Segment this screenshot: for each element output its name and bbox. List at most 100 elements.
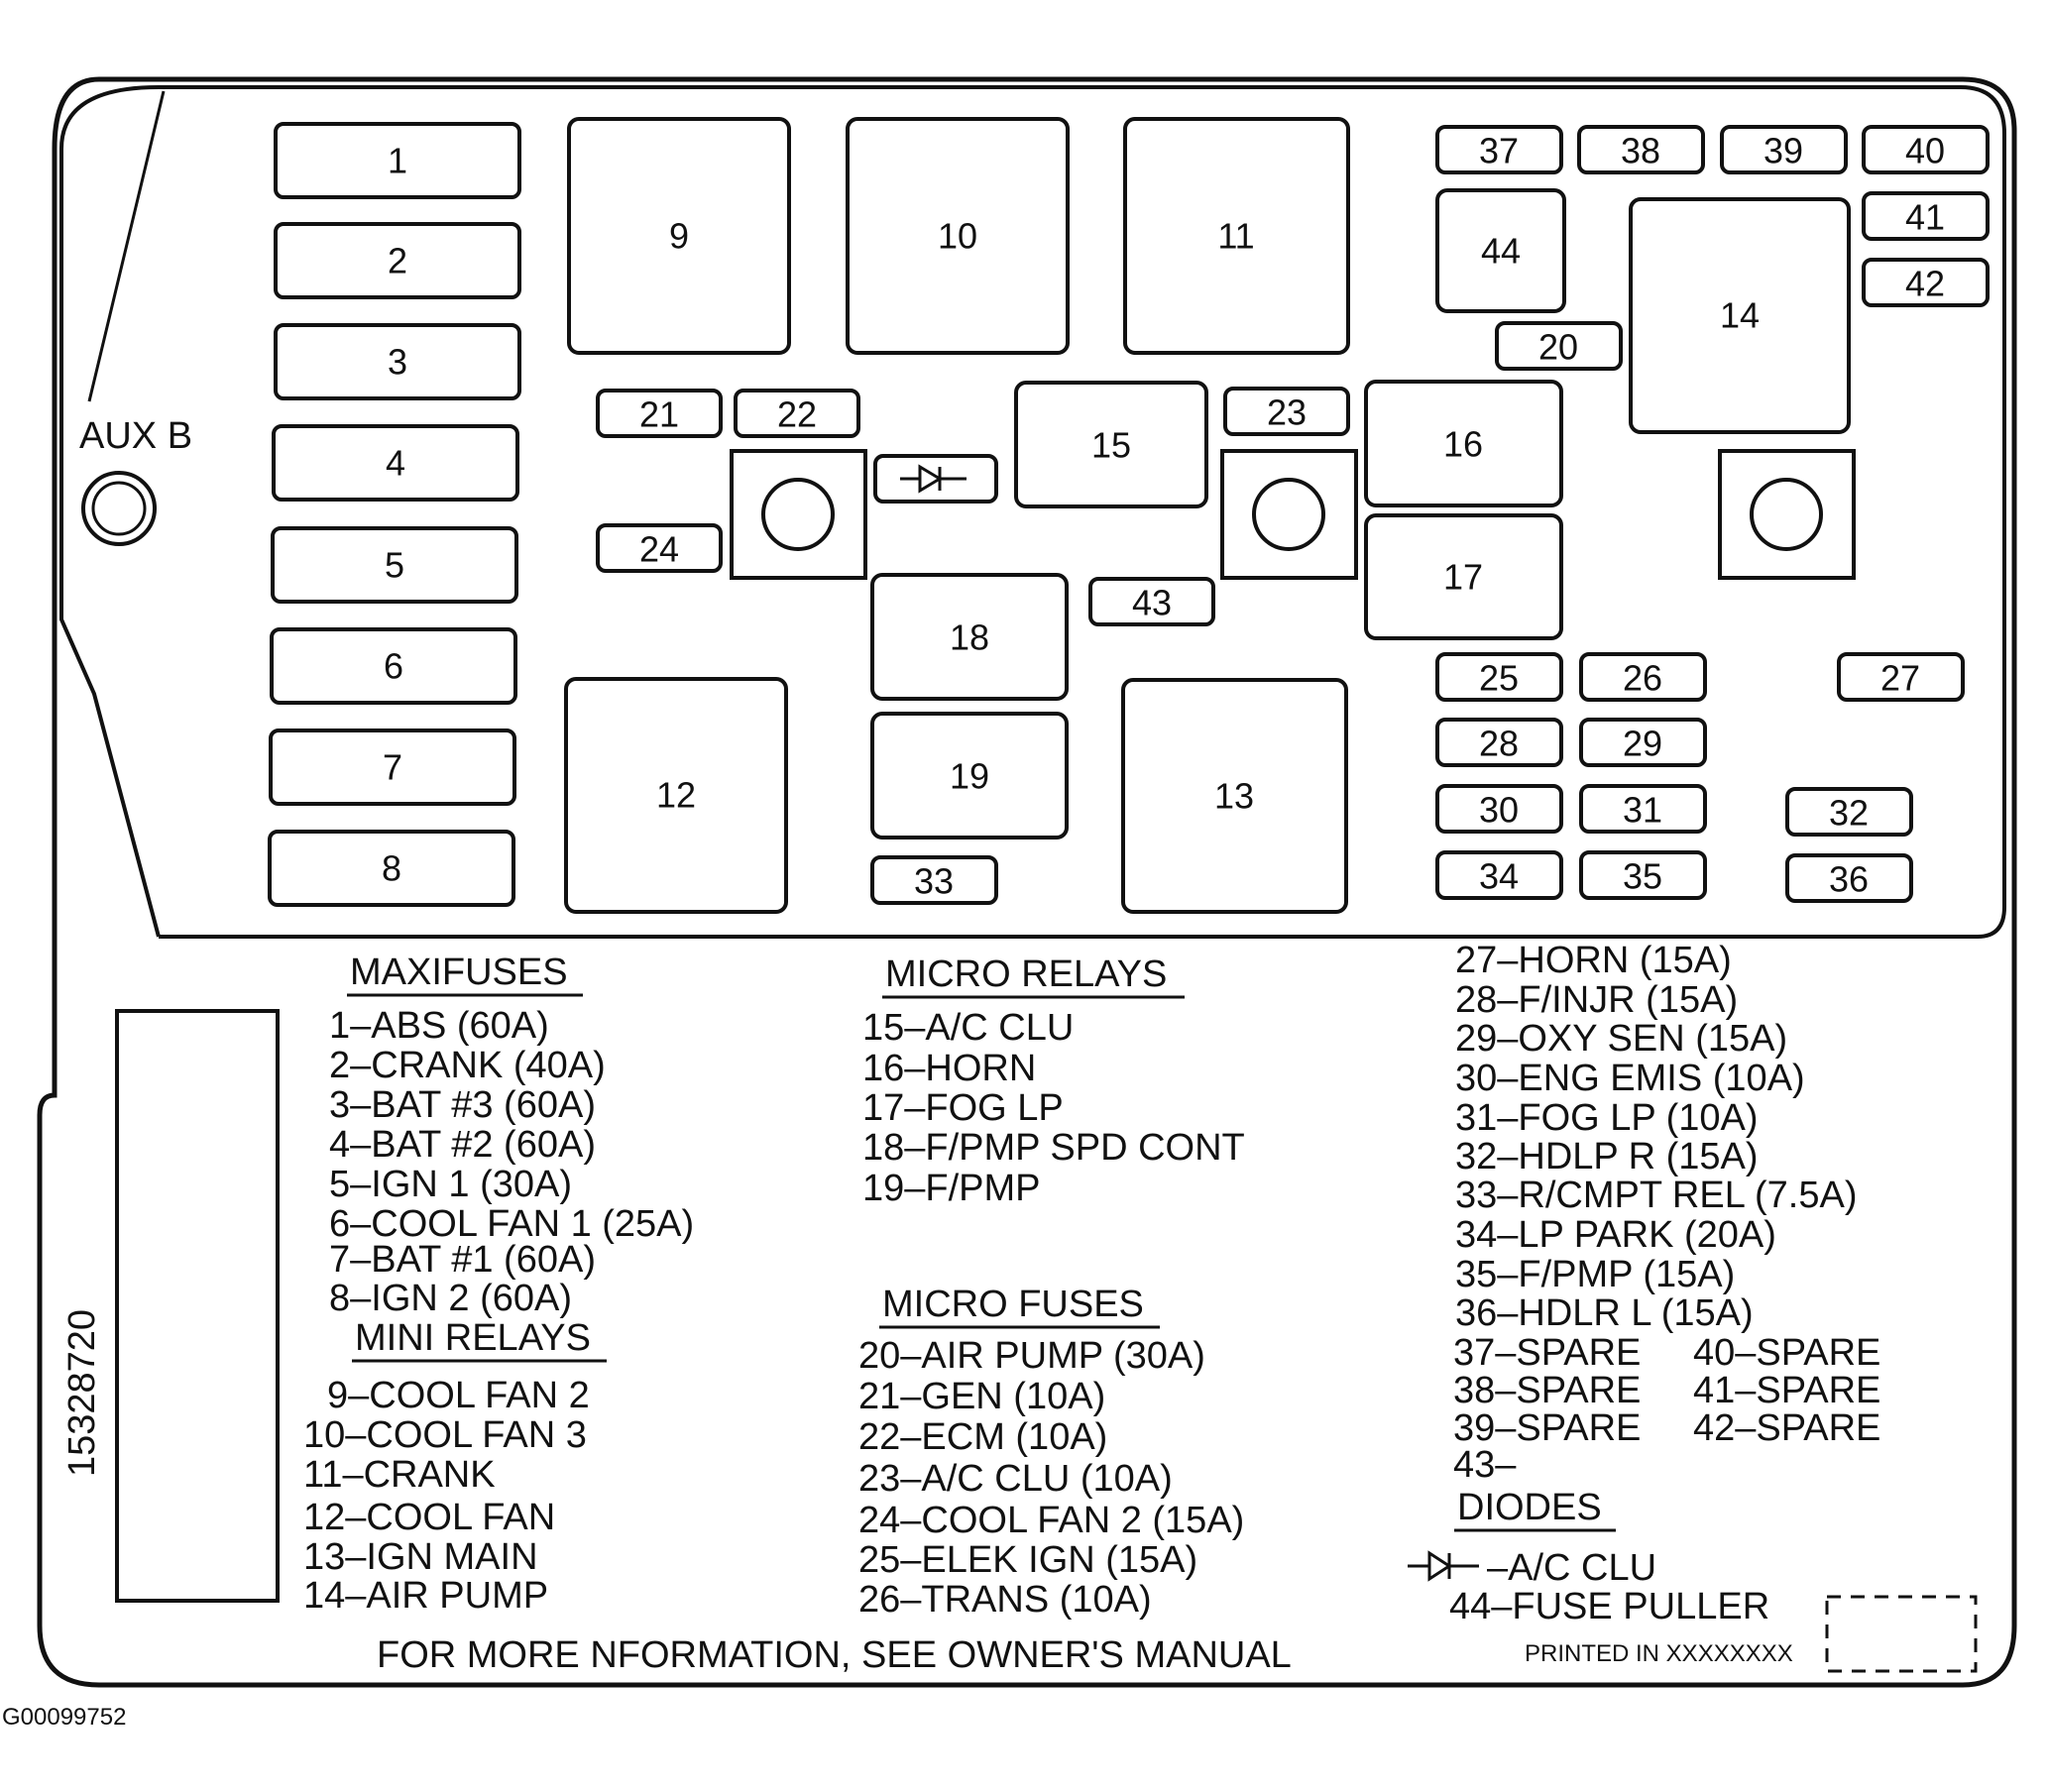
dashed-label-area: [1825, 1595, 1978, 1673]
slot-label: 1: [388, 141, 407, 181]
slot-label: 2: [388, 241, 407, 281]
part-number-box: [115, 1009, 280, 1603]
micro-fuse-slot: [1435, 652, 1563, 702]
stud-circle: [1252, 478, 1325, 551]
diode-icon: [900, 464, 967, 494]
slot-label: 30: [1479, 790, 1519, 831]
micro-fuse-slot: [1223, 387, 1350, 436]
legend-item: 24–COOL FAN 2 (15A): [858, 1500, 1244, 1541]
legend-item: 32–HDLP R (15A): [1455, 1136, 1759, 1177]
legend-item: 18–F/PMP SPD CONT: [862, 1127, 1245, 1169]
maxifuse-slot: [270, 627, 517, 705]
slot-label: 23: [1267, 392, 1307, 433]
mounting-stud: [1718, 449, 1856, 580]
diode-icon: [1408, 1550, 1479, 1582]
spare-fuse-slot: [1720, 125, 1848, 174]
micro-fuse-slot: [596, 389, 723, 438]
legend-item: 13–IGN MAIN: [303, 1536, 538, 1578]
slot-label: 27: [1880, 658, 1920, 699]
slot-label: 28: [1479, 724, 1519, 764]
mini-relay-slot: [846, 117, 1070, 355]
legend-item: 31–FOG LP (10A): [1455, 1097, 1759, 1139]
micro-fuse-slot: [1579, 784, 1707, 834]
micro-fuse-slot: [1435, 718, 1563, 767]
legend-item: 12–COOL FAN: [303, 1497, 555, 1538]
legend-item: 29–OXY SEN (15A): [1455, 1018, 1787, 1060]
micro-relay-slot: [1014, 381, 1208, 508]
slot-label: 18: [950, 617, 989, 658]
legend-item: 16–HORN: [862, 1048, 1036, 1089]
maxifuse-slot: [274, 222, 521, 299]
micro-fuse-slot: [1579, 850, 1707, 900]
micro-fuse-slot: [596, 523, 723, 573]
legend-item: 17–FOG LP: [862, 1087, 1064, 1129]
maxifuse-slot: [274, 323, 521, 400]
slot-label: 33: [914, 861, 954, 902]
legend-item: 15–A/C CLU: [862, 1007, 1074, 1049]
micro-relays-heading: MICRO RELAYS: [885, 953, 1167, 995]
legend-item: 14–AIR PUMP: [303, 1575, 548, 1617]
legend-item: 19–F/PMP: [862, 1168, 1041, 1209]
mini-relay-slot: [1629, 197, 1851, 434]
mini-relay-slot: [1123, 117, 1350, 355]
micro-fuse-slot: [734, 389, 860, 438]
maxifuses-heading: MAXIFUSES: [350, 952, 568, 993]
maxifuse-slot: [272, 424, 519, 502]
slot-label: 24: [639, 529, 679, 570]
legend-item: 1–ABS (60A): [329, 1005, 549, 1047]
aux-b-label: AUX B: [79, 415, 192, 457]
legend-item: 20–AIR PUMP (30A): [858, 1335, 1205, 1377]
slot-label: 12: [656, 775, 696, 816]
micro-relay-slot: [870, 712, 1069, 840]
legend-item: 5–IGN 1 (30A): [329, 1164, 572, 1205]
slot-label: 19: [950, 756, 989, 797]
micro-fuse-slot: [1435, 850, 1563, 900]
maxifuse-slot: [274, 122, 521, 199]
legend-item: –A/C CLU: [1487, 1547, 1656, 1589]
slot-label: 41: [1905, 197, 1945, 238]
slot-label: 9: [669, 216, 689, 257]
slot-label: 29: [1623, 724, 1662, 764]
legend-item: 42–SPARE: [1693, 1407, 1880, 1449]
mini-relay-slot: [1121, 678, 1348, 914]
maxifuse-slot: [268, 830, 515, 907]
slot-label: 43: [1132, 583, 1172, 623]
micro-fuse-slot: [1579, 652, 1707, 702]
slot-label: 32: [1829, 793, 1869, 834]
legend-item: 30–ENG EMIS (10A): [1455, 1058, 1805, 1099]
legend-item: 39–SPARE: [1453, 1407, 1641, 1449]
footer-note: FOR MORE NFORMATION, SEE OWNER'S MANUAL: [377, 1634, 1292, 1676]
slot-label: 40: [1905, 131, 1945, 171]
micro-fuses-heading: MICRO FUSES: [882, 1284, 1144, 1325]
slot-label: 15: [1091, 425, 1131, 466]
spare-fuse-slot: [1862, 191, 1990, 241]
spare-fuse-slot: [1862, 125, 1990, 174]
printed-in-label: PRINTED IN XXXXXXXX: [1525, 1640, 1793, 1667]
outer-panel-outline: [37, 76, 2017, 1688]
stud-circle: [761, 478, 835, 551]
figure-id: G00099752: [2, 1704, 126, 1731]
aux-b-stud-outer: [81, 471, 157, 546]
slot-label: 13: [1214, 776, 1254, 817]
legend-item: 6–COOL FAN 1 (25A): [329, 1203, 694, 1245]
micro-fuse-slot: [1088, 577, 1215, 626]
mounting-stud: [730, 449, 867, 580]
mini-relay-slot: [564, 677, 788, 914]
slot-label: 8: [382, 848, 401, 889]
panel-edge-line: [87, 90, 166, 402]
micro-fuse-slot: [1837, 652, 1965, 702]
micro-fuse-slot: [1579, 718, 1707, 767]
diode-slot: [873, 454, 998, 504]
slot-label: 7: [383, 747, 402, 788]
spare-fuse-slot: [1577, 125, 1705, 174]
slot-label: 14: [1720, 295, 1760, 336]
slot-label: 11: [1217, 216, 1254, 257]
legend-item: 34–LP PARK (20A): [1455, 1214, 1776, 1256]
slot-label: 20: [1538, 327, 1578, 368]
micro-fuse-slot: [1785, 853, 1913, 903]
legend-item: 23–A/C CLU (10A): [858, 1458, 1173, 1500]
legend-item: 10–COOL FAN 3: [303, 1414, 587, 1456]
legend-item: 27–HORN (15A): [1455, 940, 1732, 981]
